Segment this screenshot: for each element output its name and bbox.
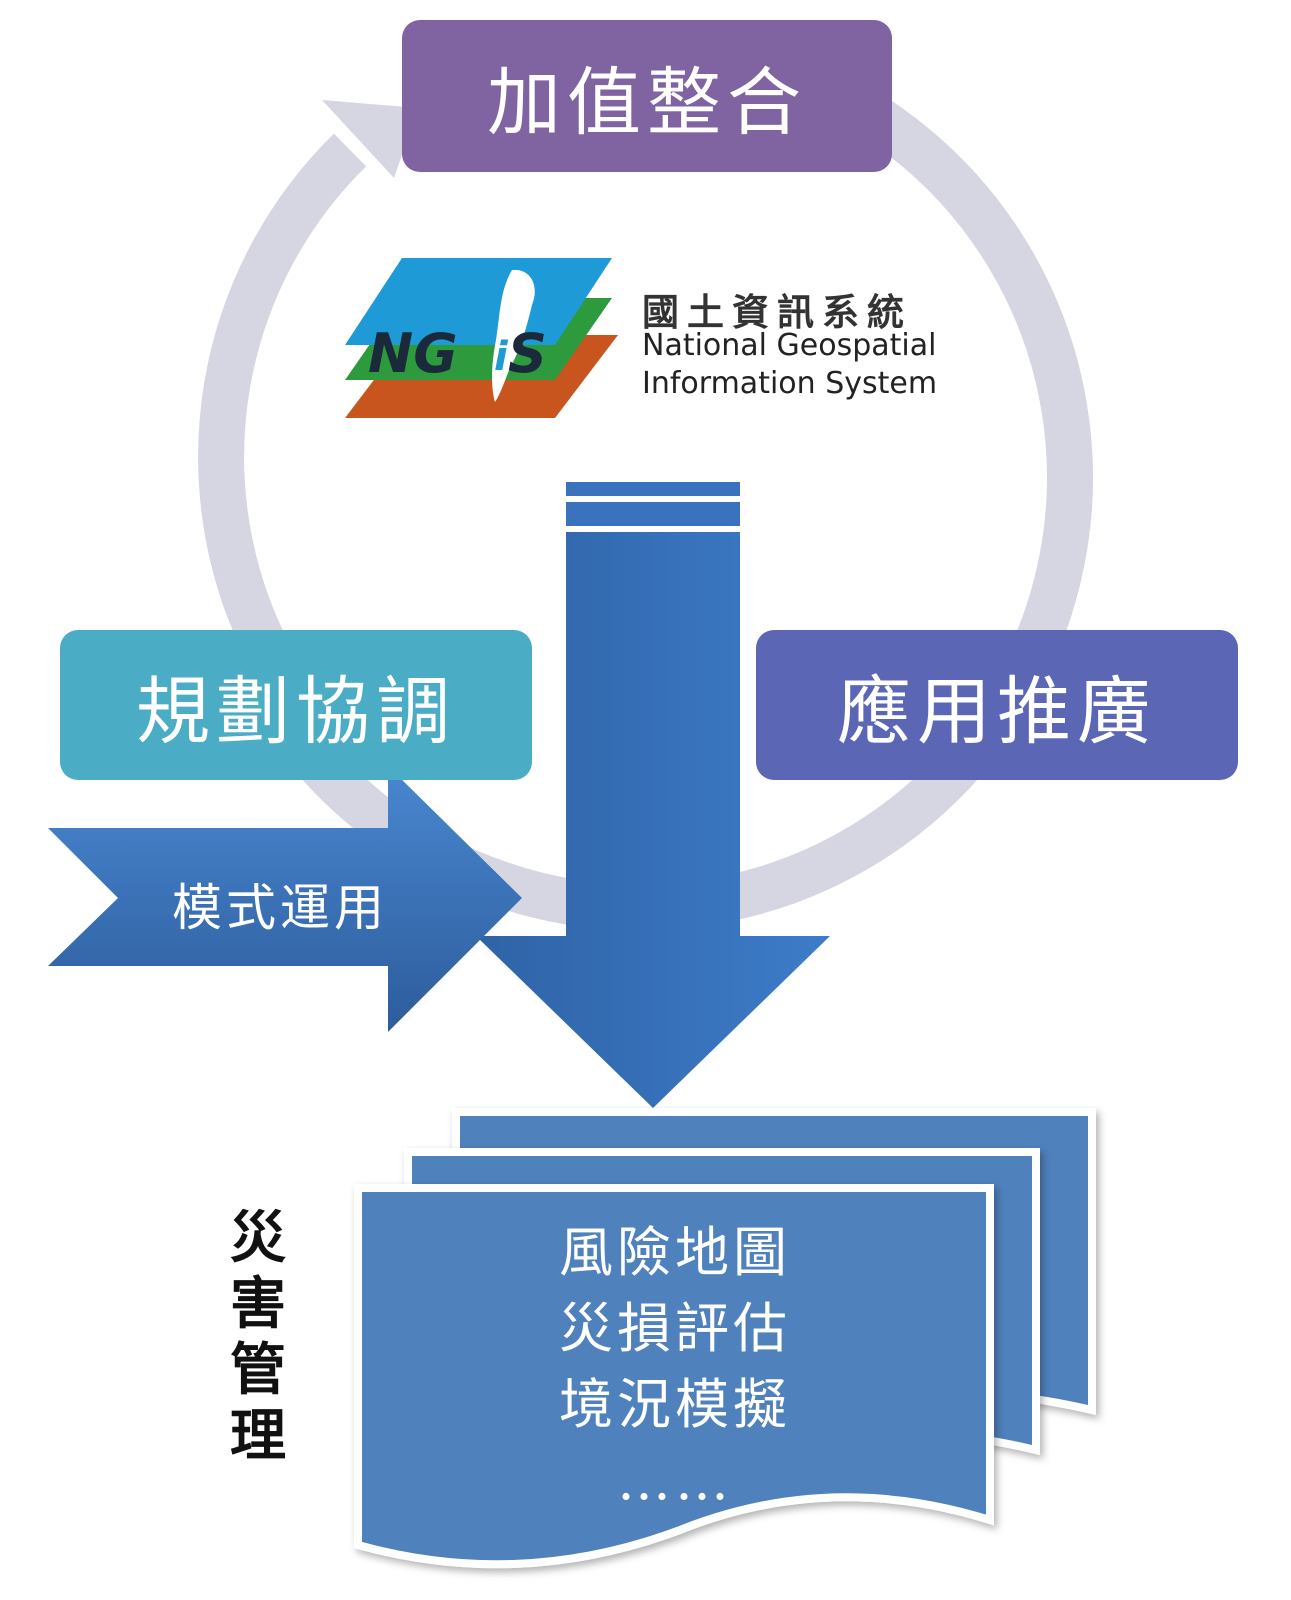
svg-text:i: i bbox=[494, 334, 509, 380]
document-line-ellipsis: …… bbox=[617, 1449, 733, 1512]
logo-english-line1: National Geospatial bbox=[642, 328, 937, 363]
stage-label-right: 應用推廣 bbox=[837, 668, 1157, 755]
right-arrow-icon bbox=[48, 766, 522, 1032]
document-line: 境況模擬 bbox=[559, 1373, 791, 1436]
side-label-char: 理 bbox=[230, 1403, 286, 1469]
side-label-char: 害 bbox=[230, 1271, 286, 1337]
logo-chinese-name: 國土資訊系統 bbox=[642, 290, 912, 334]
cycle-arrowhead bbox=[322, 100, 418, 178]
stage-label-top: 加值整合 bbox=[487, 59, 807, 146]
side-label-char: 管 bbox=[230, 1337, 286, 1403]
stage-box-value-integration: 加值整合 bbox=[402, 20, 892, 172]
ngis-logo-icon: NG S i bbox=[345, 258, 618, 418]
disaster-management-label: 災 害 管 理 bbox=[228, 1205, 288, 1469]
logo-english-line2: Information System bbox=[642, 366, 938, 401]
document-content: 風險地圖 災損評估 境況模擬 …… bbox=[365, 1215, 985, 1519]
stage-box-planning-coordination: 規劃協調 bbox=[60, 630, 532, 780]
down-arrow-icon bbox=[476, 482, 830, 1108]
document-line: 風險地圖 bbox=[559, 1221, 791, 1284]
svg-text:S: S bbox=[508, 322, 547, 385]
side-label-char: 災 bbox=[230, 1205, 286, 1271]
document-line: 災損評估 bbox=[559, 1297, 791, 1360]
stage-box-application-promotion: 應用推廣 bbox=[756, 630, 1238, 780]
document-stack-icon bbox=[354, 1108, 1096, 1569]
model-application-label: 模式運用 bbox=[172, 879, 388, 937]
stage-label-left: 規劃協調 bbox=[136, 668, 456, 755]
svg-text:NG: NG bbox=[368, 322, 458, 385]
cycle-ring-left-arc bbox=[198, 133, 367, 650]
